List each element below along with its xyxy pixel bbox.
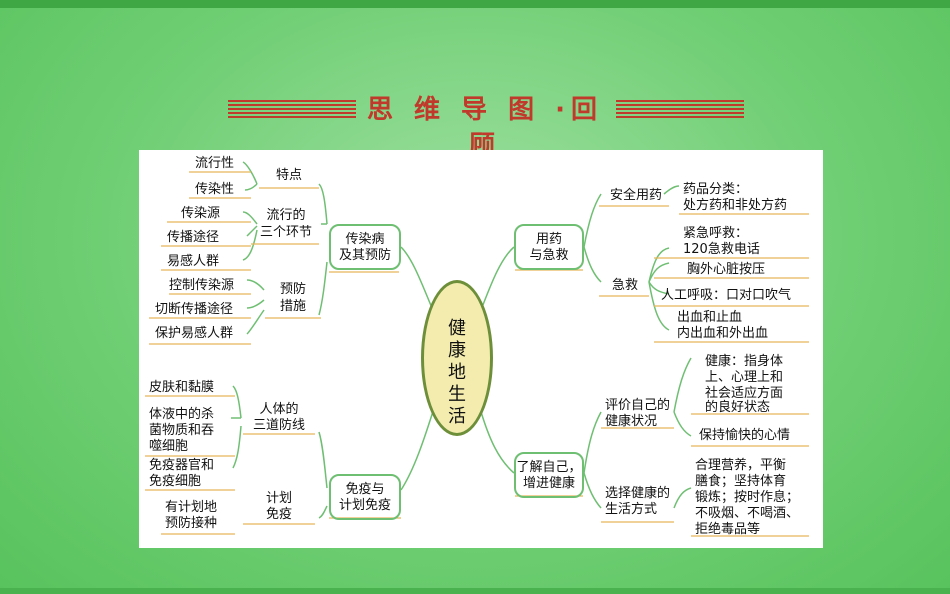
item-vaccination-l2: 预防接种 [165,516,218,531]
branch-box-immunity [329,474,401,520]
item-vaccination-l1: 有计划地 [165,500,218,515]
item-happy: 保持愉快的心情 [699,428,791,443]
page-title: 思 维 导 图 ·回 顾 [366,95,604,161]
label-defense-l1: 人体的 [259,402,299,417]
label-first-aid: 急救 [611,278,638,293]
item-fluid-l1: 体液中的杀 [149,407,215,422]
title-banner: 思 维 导 图 ·回 顾 [0,92,950,161]
center-label: 健康地生活 [448,318,466,427]
branch-box-health [514,452,584,498]
item-control-source: 控制传染源 [169,278,235,293]
branch-immunity-line1: 免疫与 [345,482,385,497]
connector-center-rt [478,246,515,316]
title-stripes-left [228,100,356,120]
connector-center-lb [400,404,436,491]
label-three-links-l1: 流行的 [266,208,306,223]
branch-health-line2: 增进健康 [522,476,575,491]
item-health-def-l3: 社会适应方面 [705,386,784,401]
top-strip [0,0,950,8]
item-lifestyle-l5: 拒绝毒品等 [695,522,761,537]
branch-medicine-line2: 与急救 [529,248,569,263]
item-source: 传染源 [181,206,221,221]
branch-box-infectious [329,224,401,270]
item-classification-l1: 药品分类： [683,182,749,197]
center-node [421,280,493,436]
label-features: 特点 [275,168,302,183]
label-lifestyle-l2: 生活方式 [605,502,658,517]
label-lifestyle-l1: 选择健康的 [605,486,671,501]
item-fluid-l3: 噬细胞 [149,439,189,454]
item-lifestyle-l4: 不吸烟、不喝酒、 [695,506,800,521]
label-evaluate-l1: 评价自己的 [605,398,671,413]
item-breathing: 人工呼吸：口对口吹气 [661,288,792,303]
item-emergency-l1: 紧急呼救： [683,226,749,241]
item-protect: 保护易感人群 [155,326,234,341]
label-planned-l1: 计划 [265,491,292,506]
item-cut-route: 切断传播途径 [155,302,234,317]
item-lifestyle-l2: 膳食；坚持体育 [695,474,787,489]
branch-infectious-line1: 传染病 [345,232,385,247]
item-emergency-l2: 120急救电话 [683,242,760,257]
bottom-strip [0,588,950,594]
mindmap-panel: 健康地生活 传染病 及其预防 免疫与 计划免疫 用药 与急救 了解自己， 增进健… [139,150,823,548]
item-susceptible: 易感人群 [167,254,220,269]
item-fluid-l2: 菌物质和吞 [149,423,215,438]
label-planned-l2: 免疫 [265,507,292,522]
item-cpr: 胸外心脏按压 [687,262,766,277]
item-epidemic: 流行性 [195,156,235,171]
label-safe-medicine: 安全用药 [609,188,662,203]
branch-medicine-line1: 用药 [535,232,562,247]
branch-box-medicine [514,224,584,270]
item-classification-l2: 处方药和非处方药 [683,198,788,213]
item-lifestyle-l3: 锻炼；按时作息； [695,490,800,505]
item-bleeding-l2: 内出血和外出血 [677,326,769,341]
item-health-def-l2: 上、心理上和 [705,370,784,385]
item-organs-l1: 免疫器官和 [149,458,215,473]
label-three-links-l2: 三个环节 [259,225,312,240]
label-prevention-l2: 措施 [279,299,306,314]
branch-health-line1: 了解自己， [516,460,582,475]
item-route: 传播途径 [167,230,220,245]
connector-center-rb [478,404,515,474]
label-prevention-l1: 预防 [279,282,306,297]
label-evaluate-l2: 健康状况 [605,414,658,429]
item-skin: 皮肤和黏膜 [149,380,215,395]
label-defense-l2: 三道防线 [252,418,305,433]
title-stripes-right [616,100,744,120]
item-organs-l2: 免疫细胞 [149,474,202,489]
branch-infectious-line2: 及其预防 [338,248,391,263]
item-contagious: 传染性 [195,182,235,197]
item-lifestyle-l1: 合理营养，平衡 [695,458,787,473]
item-bleeding-l1: 出血和止血 [677,310,743,325]
item-health-def-l4: 的良好状态 [705,400,771,415]
branch-immunity-line2: 计划免疫 [338,498,391,513]
item-health-def-l1: 健康：指身体 [705,354,784,369]
